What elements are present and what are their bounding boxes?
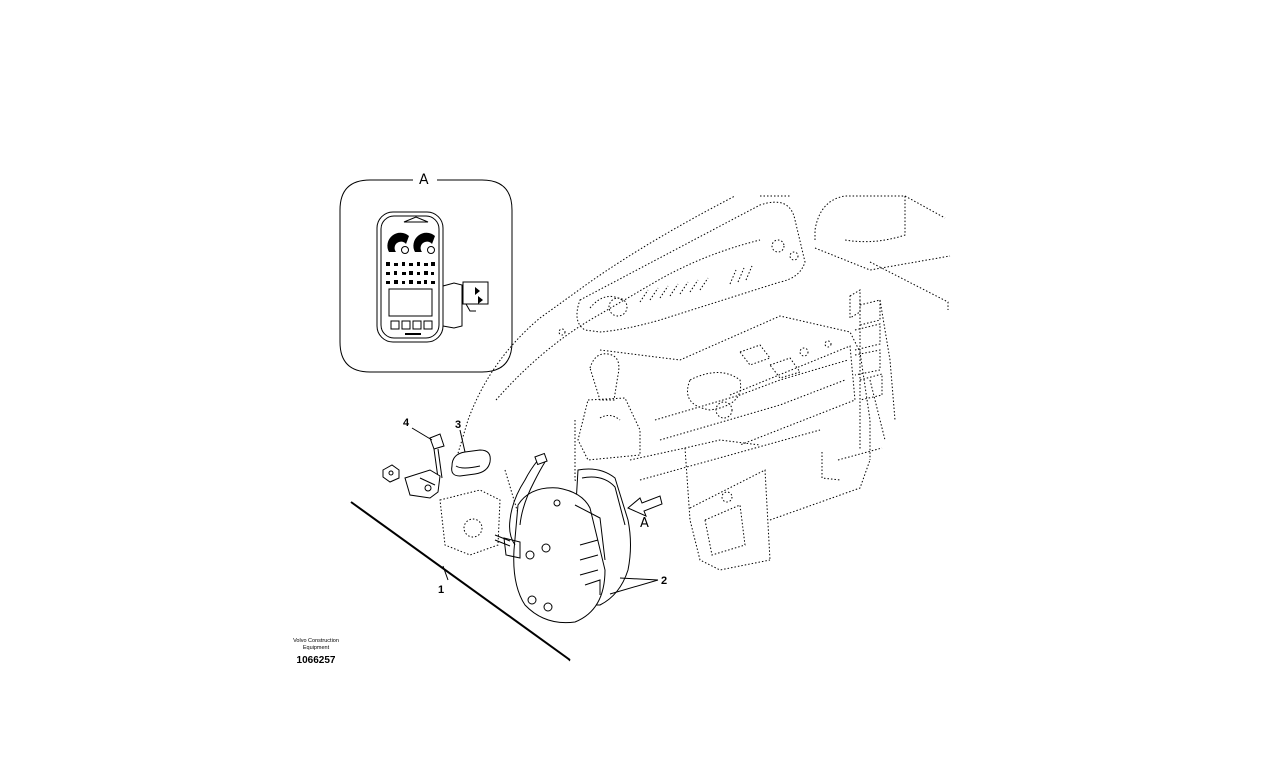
- leader-lines: [411, 427, 659, 595]
- indicator-symbols: [386, 262, 435, 284]
- callout-4: 4: [403, 417, 410, 429]
- bolt-bracket-part: [382, 433, 445, 499]
- view-arrow-a: A: [627, 495, 663, 531]
- cab-outline: [439, 195, 951, 571]
- lcd-screen: [388, 288, 433, 317]
- view-arrow-label: A: [640, 516, 649, 531]
- callout-1-bracket: [350, 501, 571, 662]
- callout-1: 1: [438, 584, 444, 596]
- display-unit-part: [494, 452, 631, 624]
- seat-vent-slots: [639, 265, 753, 303]
- display-unit-illustration: [376, 211, 489, 343]
- publisher-credit: Volvo Construction Equipment: [278, 638, 354, 652]
- detail-view-a: A: [339, 172, 513, 373]
- cab-rear-brackets: [837, 289, 896, 461]
- callout-2: 2: [661, 575, 667, 587]
- callout-3: 3: [455, 419, 461, 431]
- credit-line-1: Volvo Construction: [293, 638, 339, 644]
- drawing-number: 1066257: [296, 655, 336, 666]
- detail-view-label: A: [419, 172, 429, 188]
- rubber-pad-part: [451, 449, 491, 477]
- panel-buttons: [390, 320, 433, 330]
- credit-line-2: Equipment: [302, 645, 330, 651]
- volvo-logo-icon: [405, 333, 421, 335]
